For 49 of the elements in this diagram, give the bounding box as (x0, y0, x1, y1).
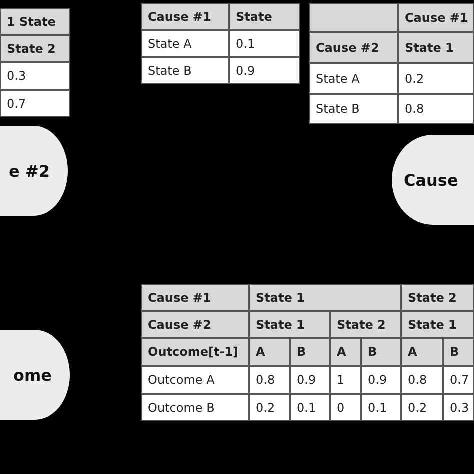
table-cell: 0.3 (0, 62, 70, 90)
table-cell: 0.2 (401, 394, 443, 421)
table-header-cell: Cause #2 (309, 32, 398, 63)
table-header-cell: A (249, 338, 290, 366)
table-header-cell: B (361, 338, 401, 366)
table-cell: 0.9 (229, 57, 300, 84)
table-cell: 0.9 (361, 366, 401, 394)
node-label: Cause (404, 170, 458, 190)
table-cell: Outcome B (141, 394, 249, 421)
table-header-cell: Cause #1 (398, 3, 474, 32)
table-cell: 0.8 (398, 94, 474, 124)
table-cell: 1 (330, 366, 361, 394)
table-header-cell: Cause #1 (141, 3, 229, 30)
table-header-cell: Outcome[t-1] (141, 338, 249, 366)
table-cell: 0.3 (443, 394, 474, 421)
table-header-cell: State 1 (249, 284, 401, 311)
table-cell: 0.1 (290, 394, 330, 421)
table-cell: Outcome A (141, 366, 249, 394)
table-cell: 0.8 (401, 366, 443, 394)
table-header-cell: B (290, 338, 330, 366)
table-header-cell: 1 State (0, 8, 70, 35)
table-cell: State A (141, 30, 229, 57)
table-cell: 0.2 (249, 394, 290, 421)
table-header-cell: State (229, 3, 300, 30)
table-cell: 0.7 (443, 366, 474, 394)
table-header-cell: State 1 (398, 32, 474, 63)
table-header-cell: State 1 (401, 311, 474, 338)
table-header-cell: State 1 (249, 311, 330, 338)
node-label: ome (13, 366, 52, 384)
table-cell: State A (309, 63, 398, 94)
table-header-cell: State 2 (401, 284, 474, 311)
table-cell: 0.8 (249, 366, 290, 394)
table-cell: 0.1 (229, 30, 300, 57)
table-cell: 0 (330, 394, 361, 421)
table-header-cell: State 2 (0, 35, 70, 62)
table-cell: 0.2 (398, 63, 474, 94)
table-header-cell: B (443, 338, 474, 366)
table-cell: 0.7 (0, 90, 70, 117)
state-ellipse (392, 135, 474, 225)
node-label: e #2 (9, 162, 50, 180)
table-header-cell: A (330, 338, 361, 366)
table-cell: State B (309, 94, 398, 124)
table-header-cell: A (401, 338, 443, 366)
table-cell: State B (141, 57, 229, 84)
table-header-cell: Cause #2 (141, 311, 249, 338)
table-header-cell: State 2 (330, 311, 401, 338)
table-cell: 0.9 (290, 366, 330, 394)
table-cell: 0.1 (361, 394, 401, 421)
table-header-cell: Cause #1 (141, 284, 249, 311)
